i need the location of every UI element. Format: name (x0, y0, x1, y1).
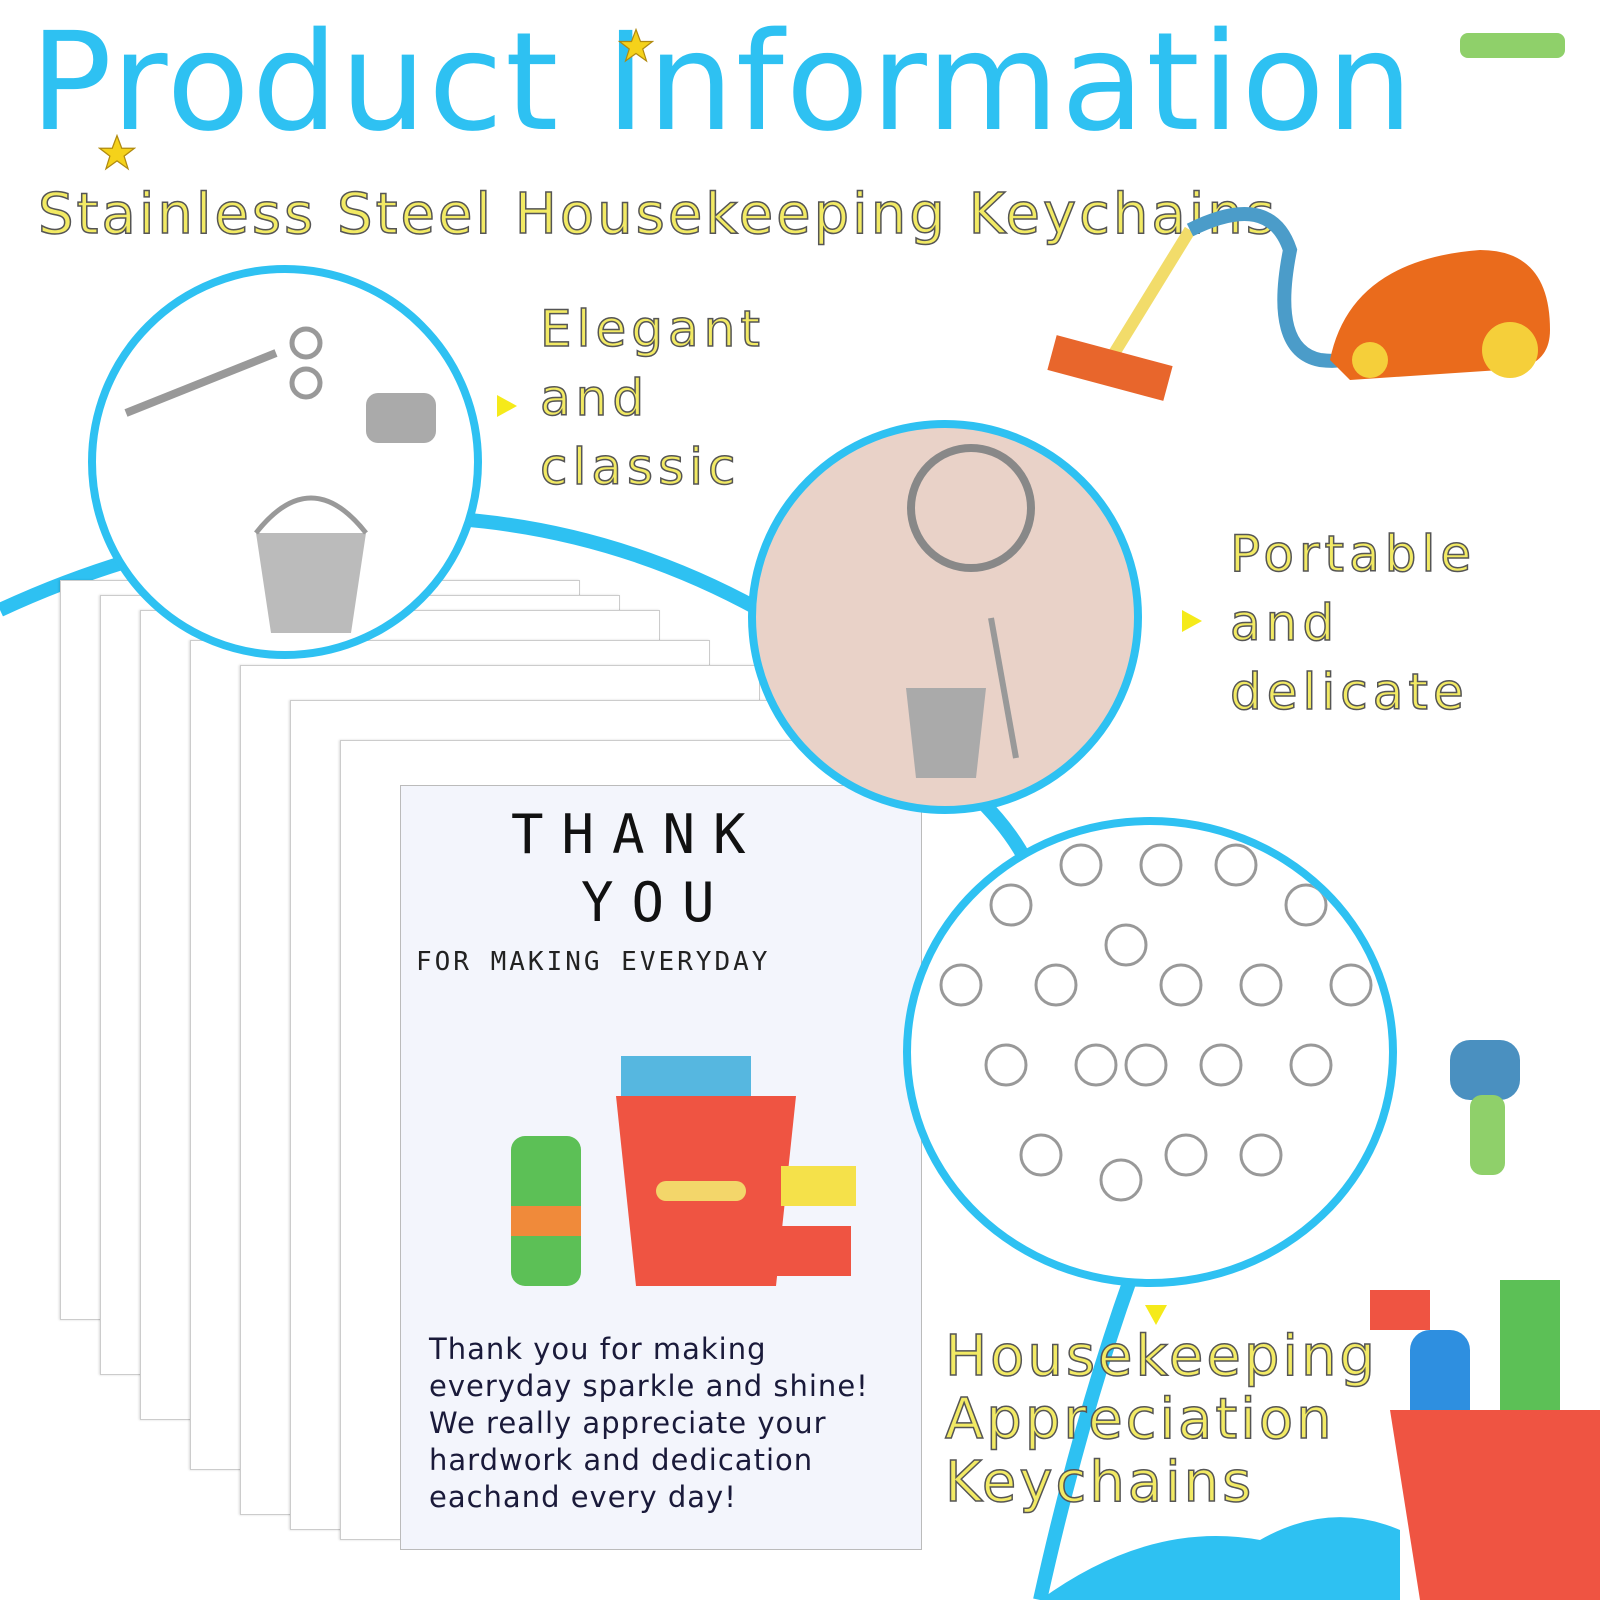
pointer-triangle-icon (497, 395, 517, 417)
keychain-closeup-circle (88, 265, 482, 659)
card-message-line: Thank you for making (429, 1332, 767, 1366)
card-message-line: hardwork and dedication (429, 1443, 814, 1477)
feature-line: delicate (1229, 662, 1469, 722)
card-message-line: eachand every day! (429, 1480, 737, 1514)
glove-icon (1450, 1040, 1520, 1175)
page-subtitle: Stainless Steel Housekeeping Keychains (37, 181, 1278, 248)
feature-label-portable: Portable and delicate (1229, 520, 1477, 727)
keychain-image (124, 326, 436, 633)
keychain-in-hand-circle (748, 420, 1142, 814)
keychains-set-circle (903, 817, 1397, 1287)
card-thank: THANK (511, 803, 764, 866)
thank-you-card: THANK YOU FOR MAKING EVERYDAY Thank you … (400, 785, 922, 1550)
pointer-triangle-icon (1145, 1305, 1167, 1325)
star-icon (98, 134, 136, 171)
feature-label-elegant: Elegant and classic (539, 295, 765, 502)
keychain-hand-image (906, 444, 1035, 778)
card-you: YOU (581, 871, 733, 934)
star-icon (618, 28, 654, 63)
sponge-icon (1460, 33, 1565, 58)
feature-line: classic (539, 437, 741, 497)
card-message-line: We really appreciate your (429, 1406, 827, 1440)
vacuum-illustration (1047, 207, 1550, 401)
feature-line: Appreciation (944, 1387, 1335, 1452)
feature-line: and (539, 368, 650, 428)
cleaning-bucket-illustration (1370, 1280, 1600, 1600)
bucket-illustration (511, 1056, 856, 1286)
feature-line: Keychains (944, 1450, 1255, 1515)
page-title: Product Information (30, 4, 1415, 162)
card-tagline: FOR MAKING EVERYDAY (416, 947, 771, 977)
feature-line: Housekeeping (944, 1324, 1378, 1389)
card-message-line: everyday sparkle and shine! (429, 1369, 869, 1403)
feature-label-housekeeping: Housekeeping Appreciation Keychains (944, 1324, 1378, 1515)
pointer-triangle-icon (1182, 610, 1202, 632)
feature-line: Portable (1229, 524, 1477, 584)
feature-line: and (1229, 593, 1340, 653)
keychains-set-image (939, 843, 1373, 1202)
feature-line: Elegant (539, 299, 765, 359)
